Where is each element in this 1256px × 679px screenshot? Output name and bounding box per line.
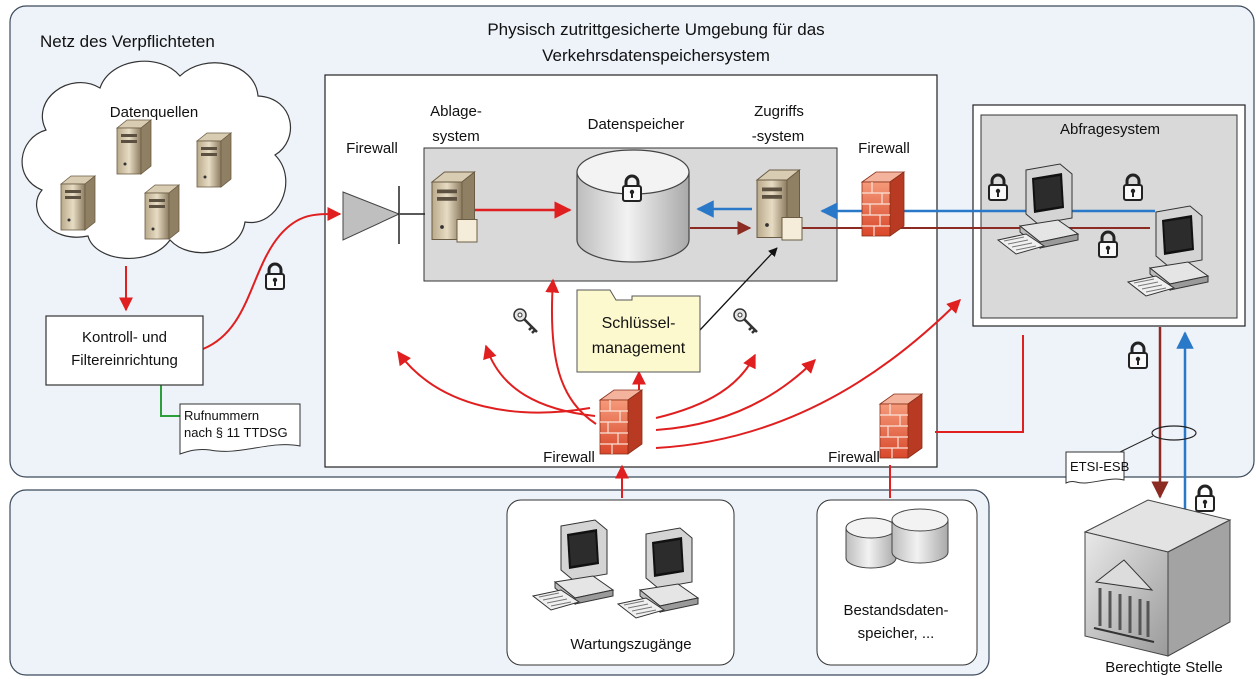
- etsi-doc: [1065, 451, 1125, 484]
- maintenance-access-label: Wartungszugänge: [570, 636, 692, 653]
- link-filter-to-numbers: [160, 385, 180, 417]
- key-management-line2: management: [591, 340, 686, 357]
- server-icon: [144, 184, 180, 240]
- maintenance-firewall-label: Firewall: [543, 449, 595, 466]
- key-management-label: Schlüssel- management: [577, 311, 700, 361]
- etsi-callout-line: [1119, 435, 1154, 453]
- flow-inventory-to-query: [935, 335, 1024, 433]
- server-icon: [116, 119, 152, 175]
- database-icon: [891, 508, 949, 564]
- lock-icon: [1194, 484, 1216, 513]
- diode-firewall: [342, 186, 401, 244]
- inventory-store-line1: Bestandsdaten-: [843, 602, 949, 619]
- firewall-icon: [599, 389, 643, 455]
- firewall-icon: [861, 171, 905, 237]
- access-firewall-label: Firewall: [858, 140, 910, 157]
- folder-icon: [576, 289, 701, 373]
- flow-filter-to-diode: [202, 206, 342, 350]
- key-management-line1: Schlüssel-: [601, 315, 676, 332]
- maintenance-fanout: [397, 278, 961, 498]
- data-store-cylinder: [576, 149, 690, 263]
- link-keymgmt-to-access: [699, 247, 778, 331]
- control-filter-box: [45, 315, 204, 386]
- secure-area-title-line1: Physisch zutrittgesicherte Umgebung für …: [487, 20, 825, 39]
- operator-network-label: Netz des Verpflichteten: [40, 32, 215, 51]
- inventory-firewall-label: Firewall: [828, 449, 880, 466]
- etsi-interface-label: ETSI-ESB: [1070, 459, 1130, 474]
- inventory-store-line2: speicher, ...: [857, 625, 935, 642]
- external-zone: [9, 489, 990, 676]
- data-sources-label: Datenquellen: [109, 104, 199, 121]
- access-system-line2: -system: [751, 128, 805, 145]
- building-icon: [1083, 499, 1232, 657]
- storage-system-line1: Ablage-: [430, 103, 482, 120]
- control-filter-line1: Kontroll- und: [81, 329, 168, 346]
- data-store-label: Datenspeicher: [587, 116, 685, 133]
- etsi-interface-ring: [1151, 425, 1197, 441]
- secure-area-title-line2: Verkehrsdatenspeichersystem: [542, 46, 770, 65]
- authorized-body-label: Berechtigte Stelle: [1105, 659, 1223, 676]
- query-system-label: Abfragesystem: [1059, 121, 1161, 138]
- access-system-line1: Zugriffs: [754, 103, 804, 120]
- phone-numbers-line2: nach § 11 TTDSG: [184, 425, 288, 440]
- server-icon: [60, 175, 96, 231]
- control-filter-line2: Filtereinrichtung: [71, 352, 178, 369]
- diode-firewall-label: Firewall: [346, 140, 398, 157]
- server-icon: [196, 132, 232, 188]
- phone-numbers-line1: Rufnummern: [184, 408, 260, 423]
- database-icon: [845, 517, 897, 569]
- access-system-server: [756, 169, 803, 241]
- storage-system-server: [431, 171, 478, 243]
- phone-numbers-doc: [179, 403, 301, 455]
- firewall-icon: [879, 393, 923, 459]
- storage-system-line2: system: [432, 128, 480, 145]
- control-filter-label: Kontroll- und Filtereinrichtung: [46, 326, 203, 372]
